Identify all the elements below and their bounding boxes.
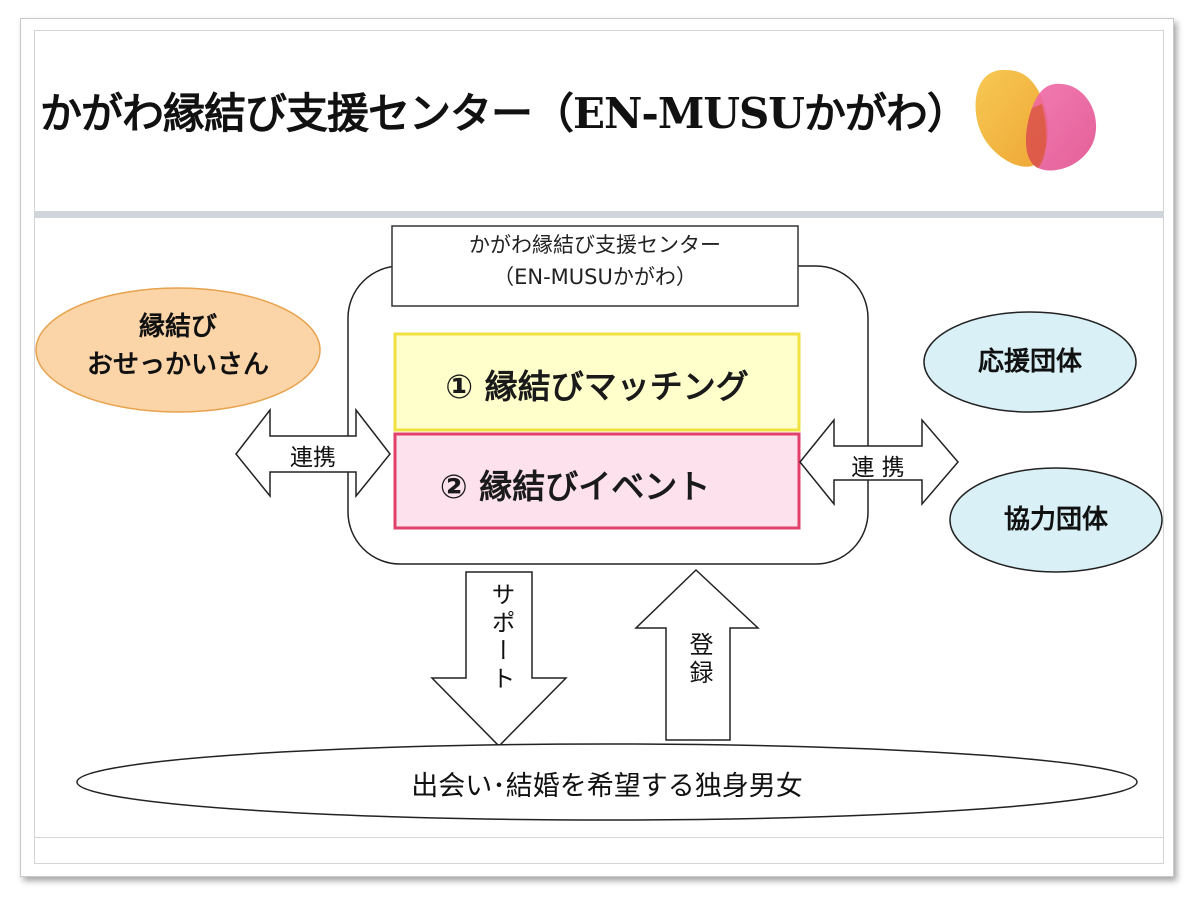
heart-logo-icon (975, 69, 1097, 171)
support-org-blob (923, 311, 1137, 413)
slide-title: かがわ縁結び支援センター（EN-MUSUかがわ） (40, 89, 969, 138)
partner-org-label: 協力団体 (1003, 505, 1108, 535)
left-blob-label: 縁結び おせっかいさん (36, 308, 320, 384)
footer-divider (34, 837, 1164, 838)
center-title: かがわ縁結び支援センター （EN-MUSUかがわ） (392, 229, 798, 293)
singles-label: 出会い･結婚を希望する独身男女 (411, 771, 803, 802)
singles-ellipse (76, 743, 1138, 821)
register-label: 登録 (685, 632, 713, 688)
center-title-box (391, 225, 799, 307)
center-title-line2: （EN-MUSUかがわ） (493, 265, 697, 289)
event-label: ② 縁結びイベント (439, 467, 711, 506)
left-arrow-label: 連携 (290, 445, 336, 471)
support-down-arrow (430, 571, 568, 748)
right-arrow-label: 連 携 (851, 455, 905, 481)
left-blob (35, 287, 321, 413)
left-double-arrow (235, 407, 391, 499)
support-label: サポート (487, 582, 515, 694)
event-box (393, 432, 801, 530)
left-blob-line1: 縁結び (138, 312, 217, 342)
register-up-arrow (634, 568, 760, 741)
matching-label: ① 縁結びマッチング (445, 367, 749, 406)
matching-box (393, 332, 801, 432)
left-blob-line2: おせっかいさん (86, 350, 269, 380)
partner-org-blob (949, 467, 1163, 573)
support-org-label: 応援団体 (977, 347, 1082, 377)
title-divider (34, 211, 1164, 218)
center-title-line1: かがわ縁結び支援センター (469, 233, 721, 257)
slide-inner-frame (34, 30, 1164, 864)
right-double-arrow (799, 417, 959, 507)
